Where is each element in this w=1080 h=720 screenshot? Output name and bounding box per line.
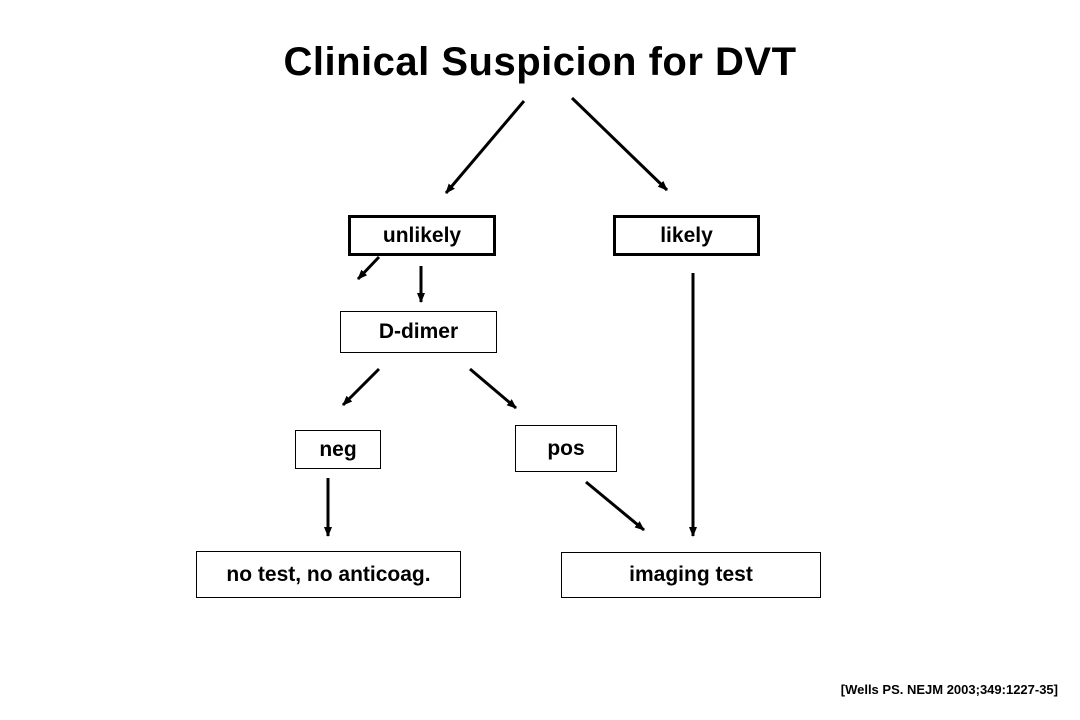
node-unlikely: unlikely (348, 215, 496, 256)
node-neg: neg (295, 430, 381, 469)
node-imaging-test: imaging test (561, 552, 821, 598)
arrow-d-dimer-to-neg (341, 367, 381, 407)
node-imaging-test-label: imaging test (629, 563, 753, 586)
arrow-pos-to-imaging (585, 480, 645, 532)
node-no-test: no test, no anticoag. (196, 551, 461, 598)
citation: [Wells PS. NEJM 2003;349:1227-35] (840, 682, 1058, 697)
node-likely-label: likely (660, 223, 713, 247)
arrow-unlikely-stub (356, 255, 381, 281)
node-pos-label: pos (547, 436, 585, 460)
diagram-title: Clinical Suspicion for DVT (283, 40, 797, 84)
node-pos: pos (515, 425, 617, 472)
arrow-d-dimer-to-pos (469, 367, 517, 410)
node-likely: likely (613, 215, 760, 256)
node-unlikely-label: unlikely (382, 223, 462, 247)
node-d-dimer-label: D-dimer (378, 320, 459, 343)
node-no-test-label: no test, no anticoag. (226, 562, 431, 586)
node-d-dimer: D-dimer (340, 311, 497, 353)
arrow-title-to-likely (570, 96, 669, 192)
arrow-title-to-unlikely (444, 100, 526, 194)
node-neg-label: neg (319, 437, 357, 461)
